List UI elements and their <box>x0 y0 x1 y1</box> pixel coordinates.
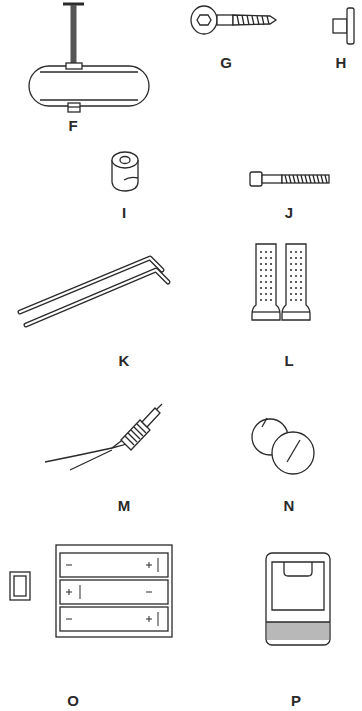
part-letter: O <box>58 692 88 710</box>
grip-dot <box>270 287 272 289</box>
grip-dot <box>265 257 267 259</box>
battery-holder <box>10 545 172 637</box>
grip-dot <box>290 299 292 301</box>
grip-dot <box>300 269 302 271</box>
part-letter: P <box>281 692 311 710</box>
grip-dot <box>265 281 267 283</box>
grip-dot <box>265 275 267 277</box>
grip-dot <box>270 263 272 265</box>
part-letter: K <box>109 352 139 370</box>
sensor-cable <box>45 404 162 470</box>
grip-dot <box>295 257 297 259</box>
screw <box>191 6 276 34</box>
grip-dot <box>300 287 302 289</box>
grip-dot <box>270 293 272 295</box>
grip-dot <box>265 269 267 271</box>
grip-dot <box>300 275 302 277</box>
long-bolt <box>250 172 329 186</box>
grip-dot <box>260 263 262 265</box>
grip-dot <box>265 293 267 295</box>
grip-dot <box>290 293 292 295</box>
grip-dot <box>290 263 292 265</box>
grip-dot <box>295 275 297 277</box>
grip-dot <box>270 257 272 259</box>
part-letter: M <box>109 497 139 515</box>
part-letter: J <box>274 204 304 222</box>
caps <box>252 418 314 474</box>
grip-dot <box>290 275 292 277</box>
grip-dot <box>300 257 302 259</box>
caster-wheel <box>29 4 149 112</box>
grip-dot <box>265 251 267 253</box>
grip-dot <box>295 251 297 253</box>
grip-dot <box>260 257 262 259</box>
remote-unit <box>266 553 330 645</box>
grip-dot <box>295 281 297 283</box>
grip-dot <box>300 299 302 301</box>
grip-dot <box>295 299 297 301</box>
grip-dot <box>260 299 262 301</box>
grip-dot <box>300 263 302 265</box>
grip-dot <box>295 287 297 289</box>
grip-dot <box>265 263 267 265</box>
grip-dot <box>260 293 262 295</box>
grip-dot <box>270 251 272 253</box>
spacer <box>112 152 138 191</box>
grip-dot <box>265 287 267 289</box>
grip-dot <box>290 251 292 253</box>
grip-dot <box>260 251 262 253</box>
hex-keys <box>20 258 168 325</box>
grip-dot <box>260 269 262 271</box>
grip-dot <box>295 263 297 265</box>
grip-dot <box>290 287 292 289</box>
grip-dot <box>260 275 262 277</box>
part-letter: G <box>211 54 241 72</box>
part-letter: F <box>58 117 88 135</box>
grip-dot <box>295 269 297 271</box>
grip-dot <box>300 293 302 295</box>
part-letter: I <box>109 204 139 222</box>
grip-dot <box>260 287 262 289</box>
grips <box>252 244 310 320</box>
part-letter: H <box>326 54 356 72</box>
grip-dot <box>290 269 292 271</box>
part-letter: L <box>274 352 304 370</box>
grip-dot <box>300 251 302 253</box>
grip-dot <box>260 281 262 283</box>
grip-dot <box>295 293 297 295</box>
barrel-nut <box>333 8 354 44</box>
grip-dot <box>300 281 302 283</box>
grip-dot <box>290 257 292 259</box>
grip-dot <box>265 299 267 301</box>
grip-dot <box>270 281 272 283</box>
grip-dot <box>270 269 272 271</box>
grip-dot <box>270 275 272 277</box>
grip-dot <box>290 281 292 283</box>
grip-dot <box>270 299 272 301</box>
part-letter: N <box>274 497 304 515</box>
